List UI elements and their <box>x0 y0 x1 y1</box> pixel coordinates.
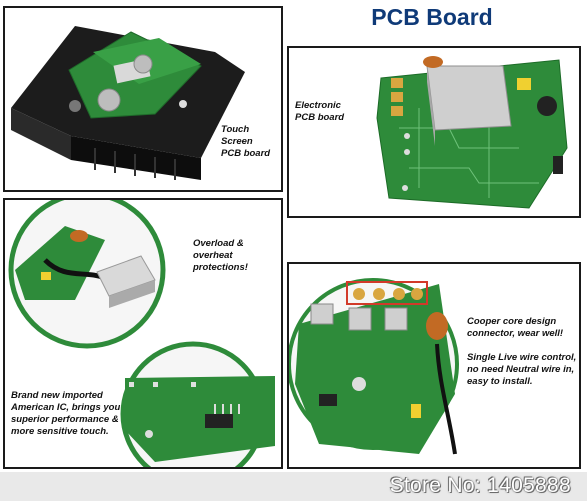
panel-protection-pcb: Overload & overheat protections! Brand n… <box>3 198 283 469</box>
copper-core-caption: Cooper core design connector, wear well! <box>467 316 564 339</box>
touch-screen-pcb-image <box>11 26 245 180</box>
ic-caption: Brand new imported American IC, brings y… <box>11 390 121 437</box>
electronic-caption: Electronic PCB board <box>295 100 345 123</box>
store-watermark: Store No: 1405888 <box>389 474 571 497</box>
electronic-pcb-image <box>376 56 568 209</box>
copper-connector-image <box>289 278 459 455</box>
footer-bar: Store No: 1405888 <box>0 472 587 501</box>
panel-touch-screen-pcb: Touch Screen PCB board <box>3 6 283 192</box>
panel-electronic-pcb: Electronic PCB board <box>287 46 581 218</box>
touch-screen-caption: Touch Screen PCB board <box>221 124 271 159</box>
page-title: PCB Board <box>371 4 493 30</box>
panel-copper-core-pcb: Cooper core design connector, wear well!… <box>287 262 581 469</box>
live-wire-caption: Single Live wire control, no need Neutra… <box>467 352 577 387</box>
overload-caption: Overload & overheat protections! <box>193 238 248 273</box>
overheat-protection-image <box>8 200 275 467</box>
